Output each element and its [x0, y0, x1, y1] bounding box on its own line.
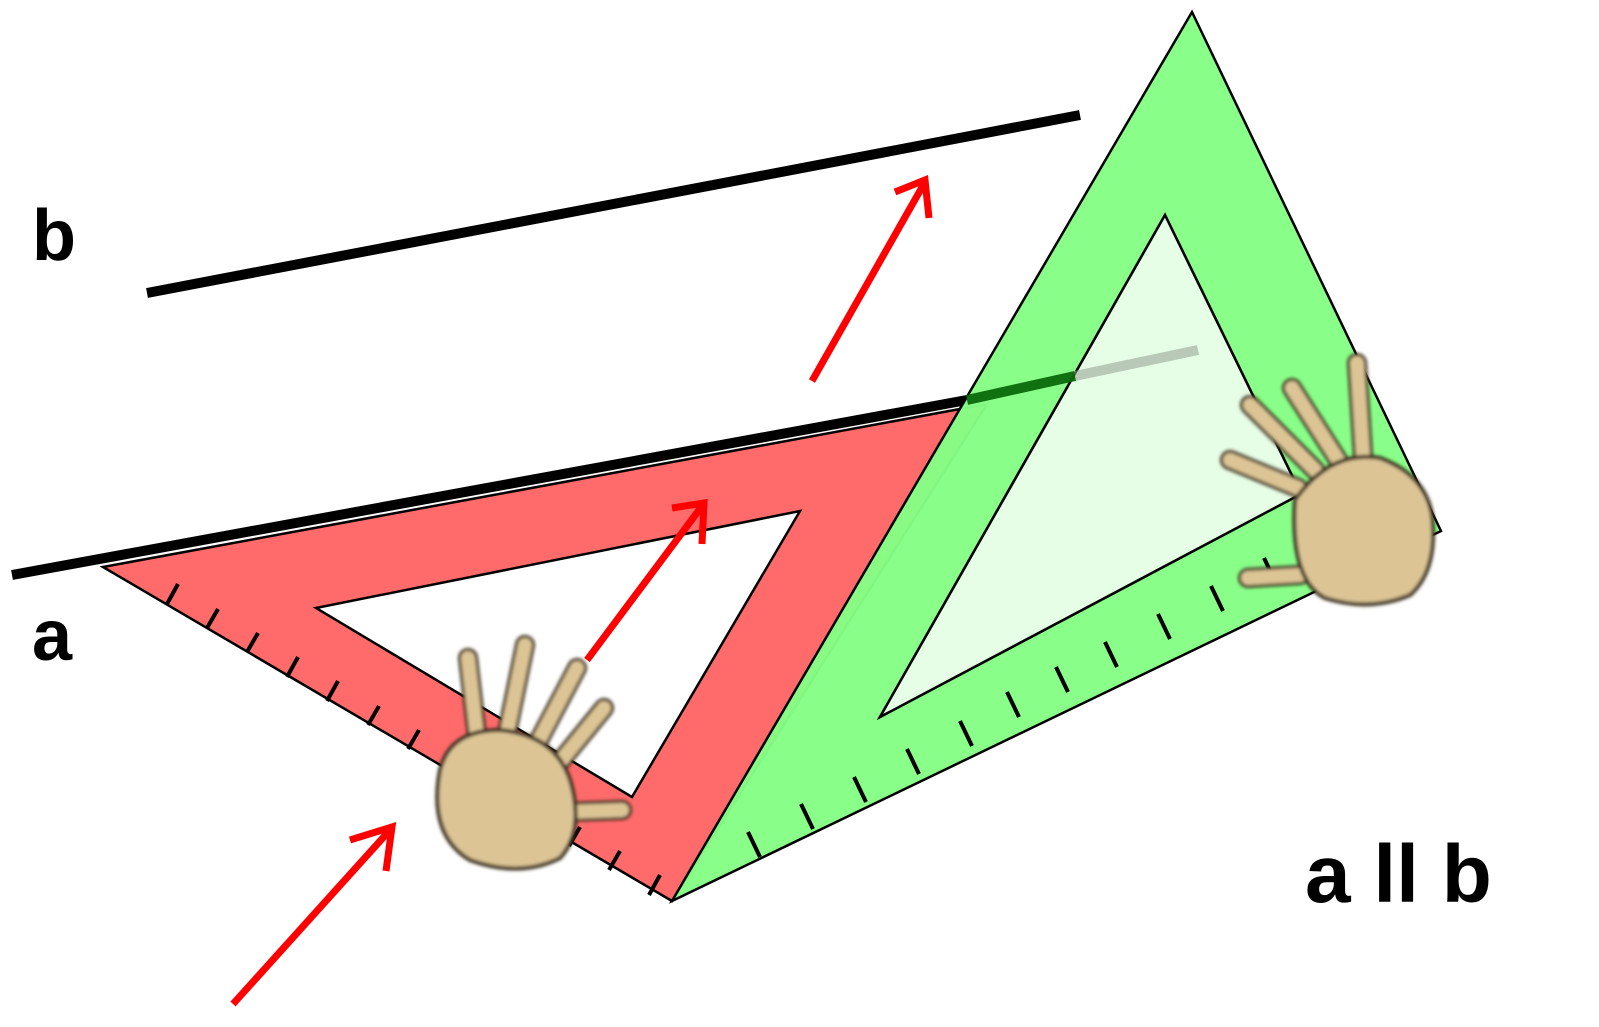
arrow-icon — [812, 180, 929, 381]
line-b — [147, 115, 1080, 293]
label-line-b: b — [32, 196, 76, 276]
label-line-a: a — [32, 596, 73, 676]
parallel-statement: a ll b — [1305, 829, 1492, 920]
arrow-icon — [233, 827, 392, 1004]
